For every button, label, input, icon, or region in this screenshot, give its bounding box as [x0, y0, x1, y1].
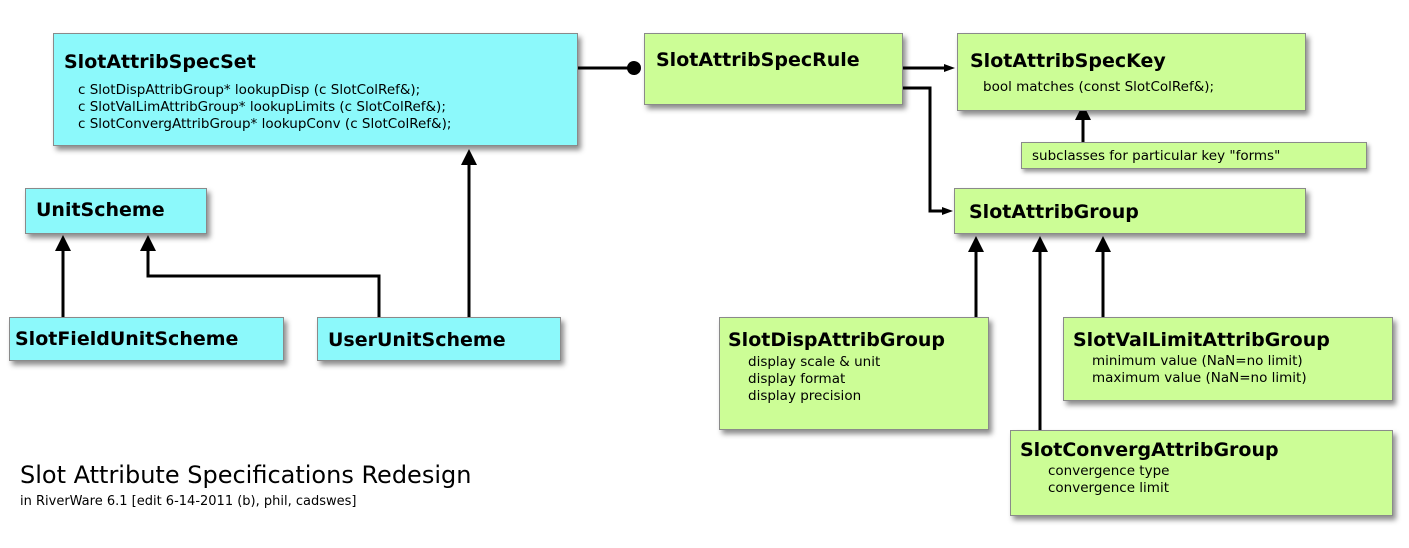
attrib-group-class-box: SlotAttribGroup [954, 188, 1306, 234]
spec-set-method-1: c SlotDispAttribGroup* lookupDisp (c Slo… [78, 82, 421, 98]
attrib-group-title: SlotAttribGroup [969, 201, 1139, 223]
spec-rule-title: SlotAttribSpecRule [656, 49, 860, 71]
triangle-unitscheme-left [55, 235, 71, 251]
userunit-to-unitscheme-connector [146, 247, 381, 317]
spec-set-class-box: SlotAttribSpecSet c SlotDispAttribGroup*… [53, 33, 578, 146]
subclasses-note-box: subclasses for particular key "forms" [1021, 142, 1367, 169]
triangle-specset [461, 149, 477, 165]
converg-group-attr-2: convergence limit [1048, 480, 1169, 496]
spec-key-title: SlotAttribSpecKey [970, 50, 1166, 72]
converg-group-class-box: SlotConvergAttribGroup convergence type … [1010, 430, 1393, 516]
user-unit-scheme-title: UserUnitScheme [328, 329, 506, 351]
spec-set-method-3: c SlotConvergAttribGroup* lookupConv (c … [78, 116, 452, 132]
val-limit-group-title: SlotValLimitAttribGroup [1073, 329, 1330, 351]
diagram-caption-title: Slot Attribute Specifications Redesign [20, 461, 472, 489]
triangle-unitscheme-right [140, 235, 156, 251]
unit-scheme-title: UnitScheme [36, 199, 165, 221]
disp-group-attr-1: display scale & unit [748, 354, 881, 370]
triangle-attribgroup-left [968, 236, 984, 252]
val-limit-group-attr-1: minimum value (NaN=no limit) [1092, 353, 1303, 369]
spec-key-method-1: bool matches (const SlotColRef&); [983, 79, 1215, 95]
val-limit-group-attr-2: maximum value (NaN=no limit) [1092, 370, 1307, 386]
subclasses-note-text: subclasses for particular key "forms" [1032, 148, 1281, 164]
arrowhead-attribgroup [942, 207, 953, 215]
spec-set-method-2: c SlotValLimAttribGroup* lookupLimits (c… [78, 99, 446, 115]
val-limit-group-class-box: SlotValLimitAttribGroup minimum value (N… [1063, 317, 1393, 401]
spec-set-title: SlotAttribSpecSet [64, 51, 256, 73]
triangle-attribgroup-mid [1032, 236, 1048, 252]
converg-group-title: SlotConvergAttribGroup [1020, 439, 1279, 461]
converg-group-attr-1: convergence type [1048, 463, 1170, 479]
slot-field-unit-scheme-class-box: SlotFieldUnitScheme [9, 317, 284, 361]
triangle-speckey [1075, 104, 1091, 120]
arrowhead-speckey [944, 64, 955, 72]
disp-group-title: SlotDispAttribGroup [728, 329, 946, 351]
diagram-caption-subtitle: in RiverWare 6.1 [edit 6-14-2011 (b), ph… [20, 494, 357, 509]
user-unit-scheme-class-box: UserUnitScheme [317, 317, 561, 361]
disp-group-attr-2: display format [748, 371, 846, 387]
triangle-attribgroup-right [1095, 236, 1111, 252]
disp-group-attr-3: display precision [748, 388, 862, 404]
unit-scheme-class-box: UnitScheme [25, 188, 207, 234]
slot-field-unit-scheme-title: SlotFieldUnitScheme [15, 328, 239, 350]
spec-key-class-box: SlotAttribSpecKey bool matches (const Sl… [957, 33, 1306, 111]
specrule-to-attribgroup-connector [903, 86, 944, 213]
association-dot [627, 61, 641, 75]
disp-group-class-box: SlotDispAttribGroup display scale & unit… [719, 317, 989, 430]
spec-rule-class-box: SlotAttribSpecRule [644, 33, 903, 105]
